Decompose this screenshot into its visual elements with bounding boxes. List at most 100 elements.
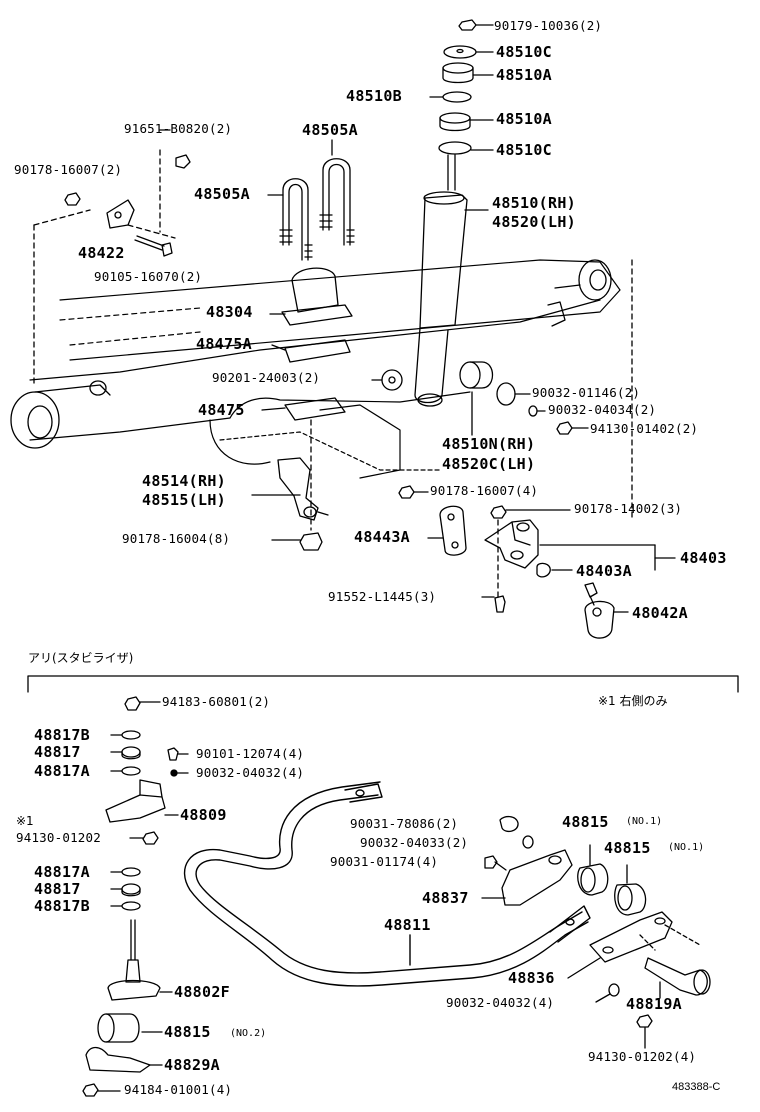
stabilizer-bar [183,781,591,987]
u-bolts [267,139,355,261]
part-number-48505a-left: 48505A [194,185,250,203]
part-number-48819a: 48819A [626,995,682,1013]
part-number-48817b-b: 48817B [34,897,90,915]
bar-hardware [481,815,573,906]
part-number-48505a-top: 48505A [302,121,358,139]
part-number-48815-no1-b: 48815 [604,839,651,857]
part-number-90032-04032-b: 90032-04032(4) [446,995,555,1010]
part-number-48520-lh: 48520(LH) [492,213,576,231]
part-number-48817-a: 48817 [34,743,81,761]
part-number-90031-78086: 90031-78086(2) [350,816,459,831]
spring-eye-right [547,259,612,327]
washer-icon [496,382,516,406]
knuckle-arm [251,419,329,551]
spring-seat-lower [284,397,346,421]
spring-seat [284,339,351,363]
part-number-91552-l1445: 91552-L1445(3) [328,589,437,604]
part-number-91651-b0820: 91651-B0820(2) [124,121,233,136]
part-number-48515-lh: 48515(LH) [142,491,226,509]
part-number-48443a: 48443A [354,528,410,546]
part-number-90178-16004: 90178-16004(8) [122,531,231,546]
part-number-48520c-lh: 48520C(LH) [442,455,536,473]
diagram-reference-code: 483388-C [672,1081,721,1093]
part-number-48836: 48836 [508,969,555,987]
part-number-48510a-mid: 48510A [496,110,552,128]
bracket-48422 [33,129,191,386]
part-number-48829a: 48829A [164,1056,220,1074]
part-number-90179-10036: 90179-10036(2) [494,18,603,33]
nut-icon [556,421,573,435]
part-number-94183-60801: 94183-60801(2) [162,694,271,709]
part-number-48817a-a: 48817A [34,762,90,780]
part-number-90178-14002: 90178-14002(3) [574,501,683,516]
part-number-48510c-top: 48510C [496,43,552,61]
part-number-48809: 48809 [180,806,227,824]
part-number-90032-04034: 90032-04034(2) [548,402,657,417]
part-number-48510c-mid: 48510C [496,141,552,159]
part-number-90031-01174: 90031-01174(4) [330,854,439,869]
bracket-48403 [481,259,676,613]
part-number-48510-rh: 48510(RH) [492,194,576,212]
part-number-48514-rh: 48514(RH) [142,472,226,490]
part-number-90032-04033: 90032-04033(2) [360,835,469,850]
part-note-no2: (NO.2) [230,1028,267,1039]
axle-frame [29,259,621,479]
part-number-94184-01001: 94184-01001(4) [124,1082,233,1097]
nut-icon [64,192,81,206]
part-number-90032-01146: 90032-01146(2) [532,385,641,400]
bushings-no1 [577,844,647,916]
nut-icon [636,1014,653,1028]
part-number-48422: 48422 [78,244,125,262]
part-number-48475a: 48475A [196,335,252,353]
part-number-48811: 48811 [384,916,431,934]
nut-icon [458,19,477,31]
part-number-90105-16070: 90105-16070(2) [94,269,203,284]
part-number-48403a: 48403A [576,562,632,580]
nut-icon [299,532,323,551]
bolt-icon [167,747,179,761]
part-number-94130-01202-b: 94130-01202(4) [588,1049,697,1064]
part-number-48475: 48475 [198,401,245,419]
mark-note-1: ※1 [16,814,34,828]
bracket-48443a [398,485,467,556]
part-number-48510n-rh: 48510N(RH) [442,435,536,453]
part-number-48403: 48403 [680,549,727,567]
bolt-icon [494,595,506,613]
stabilizer-left-stack [82,696,189,1097]
nut-icon [82,1083,99,1097]
part-note-no1-a: (NO.1) [626,816,663,827]
part-number-90178-16007-b: 90178-16007(4) [430,483,539,498]
part-number-48817a-b: 48817A [34,863,90,881]
part-number-48510a-top: 48510A [496,66,552,84]
part-note-no1-b: (NO.1) [668,842,705,853]
section-title-stabilizer: アリ(スタビライザ) [28,651,134,665]
bolt-icon [484,855,498,869]
part-number-90101-12074: 90101-12074(4) [196,746,305,761]
part-number-90178-16007-a: 90178-16007(2) [14,162,123,177]
part-number-90201-24003: 90201-24003(2) [212,370,321,385]
part-number-48802f: 48802F [174,983,230,1001]
part-number-90032-04032-a: 90032-04032(4) [196,765,305,780]
axle-end-left [10,380,111,449]
nut-icon [398,485,415,499]
part-number-94130-01202-a: 94130-01202 [16,830,101,845]
part-number-48510b: 48510B [346,87,402,105]
bump-stopper [269,267,353,326]
part-number-48815-no2: 48815 [164,1023,211,1041]
bushing-48510n [459,361,494,436]
part-number-48042a: 48042A [632,604,688,622]
nut-icon [142,831,159,845]
part-number-94130-01402: 94130-01402(2) [590,421,699,436]
nut-icon [490,505,507,519]
bolt-icon [175,154,191,169]
nut-icon [124,696,141,711]
section-bracket [27,675,739,693]
part-number-48837: 48837 [422,889,469,907]
part-number-48817b-a: 48817B [34,726,90,744]
bracket-48836 [567,911,711,1049]
part-number-48304: 48304 [206,303,253,321]
shock-stack [414,19,494,407]
part-number-48815-no1-a: 48815 [562,813,609,831]
stabilizer-link [584,582,629,639]
